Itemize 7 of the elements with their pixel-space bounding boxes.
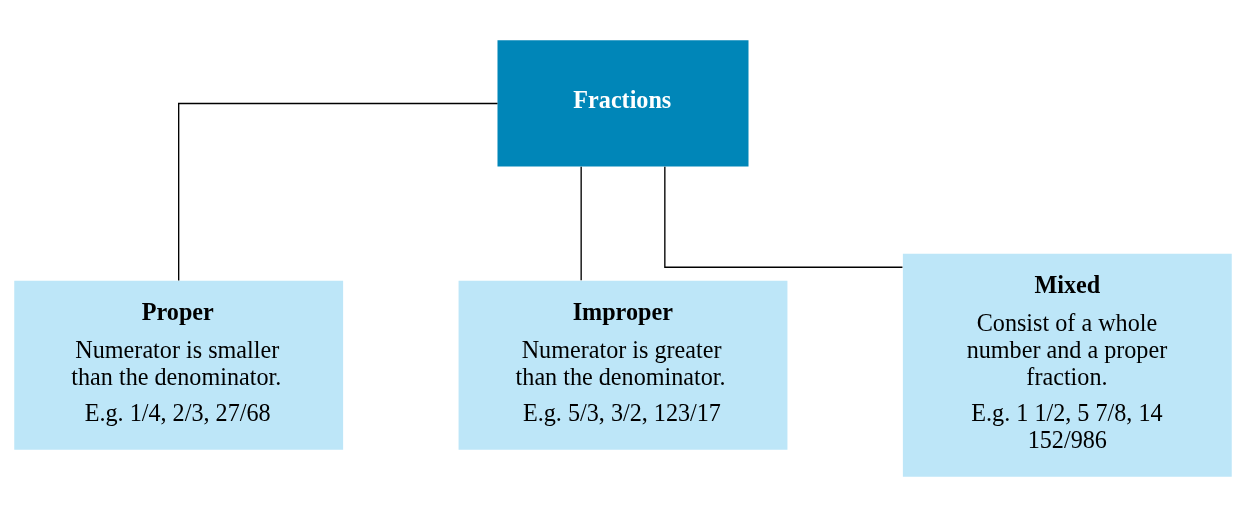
node-box: Improper Numerator is greater than the denominator. E.g. 5/3, 3/2, 123/17	[458, 280, 788, 450]
connector	[178, 102, 499, 282]
node-box: Mixed Consist of a whole number and a proper fraction. E.g. 1 1/2, 5 7/8, 14 152/986	[902, 253, 1232, 477]
node-box: Proper Numerator is smaller than the denominator. E.g. 1/4, 2/3, 27/68	[14, 280, 344, 450]
node-box: Fractions	[497, 40, 749, 167]
connector	[580, 166, 582, 281]
connector	[664, 166, 904, 268]
